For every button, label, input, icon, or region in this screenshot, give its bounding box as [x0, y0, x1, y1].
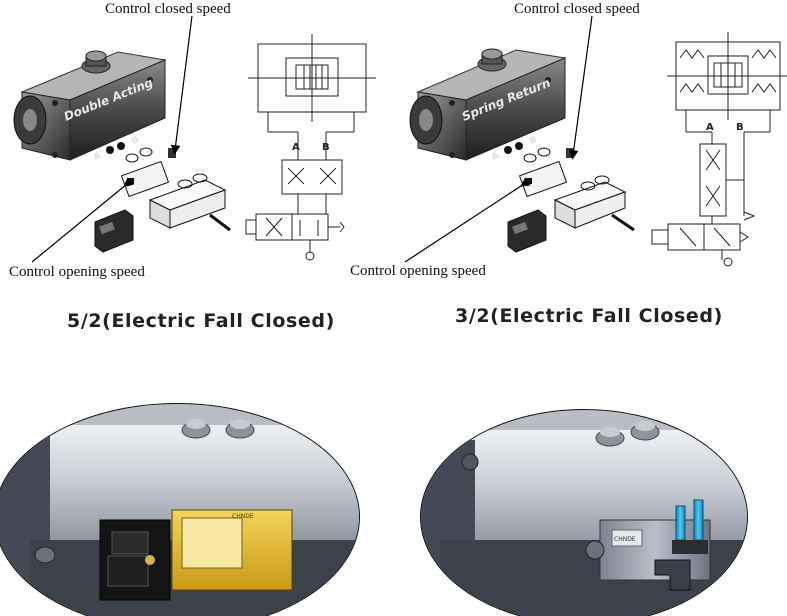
caption-5-2-electric-fall-closed: 5/2(Electric Fall Closed): [67, 310, 335, 332]
actuator-port-b-left: B: [130, 135, 140, 147]
port-hole-icon: [504, 146, 512, 154]
label-control-closed-speed-left: Control closed speed: [105, 1, 231, 17]
actuator-port-b-right: B: [528, 135, 538, 147]
solenoid-valve-left: [148, 173, 227, 229]
label-control-opening-speed-right: Control opening speed: [350, 263, 486, 279]
arrow-opening-speed-right: [404, 177, 531, 263]
arrow-closed-speed-left: [170, 15, 193, 155]
actuator-port-a-left: A: [92, 151, 102, 163]
coil-right: [507, 209, 547, 253]
caption-3-2-electric-fall-closed: 3/2(Electric Fall Closed): [455, 305, 723, 327]
speed-controller-block-left: [120, 147, 176, 198]
schematic-port-b-left: B: [322, 142, 330, 153]
solenoid-valve-right: [553, 175, 627, 229]
valve-brand-label-left: CHNDE: [232, 513, 254, 520]
schematic-port-b-right: B: [736, 122, 744, 133]
arrow-opening-speed-left: [31, 177, 134, 263]
spring-return-actuator: [409, 48, 567, 161]
port-hole-icon: [117, 142, 125, 150]
mounting-screw-icon: [611, 213, 635, 232]
schematic-3-2: [651, 32, 787, 267]
double-acting-actuator: [13, 50, 167, 161]
port-hole-icon: [106, 146, 114, 154]
port-hole-icon: [515, 142, 523, 150]
photo-left-solenoid-mounted: [0, 404, 359, 616]
valve-brand-label-right: CHNDE: [614, 536, 636, 543]
coil-left: [94, 209, 134, 253]
mounting-screw-icon: [209, 213, 231, 232]
photo-right-speed-controller-mounted: [421, 410, 747, 616]
arrow-closed-speed-right: [568, 15, 593, 160]
actuator-port-a-right: A: [490, 151, 500, 163]
label-control-opening-speed-left: Control opening speed: [9, 264, 145, 280]
speed-controller-block-right: [518, 147, 574, 198]
schematic-port-a-right: A: [706, 122, 714, 133]
schematic-port-a-left: A: [292, 142, 300, 153]
label-control-closed-speed-right: Control closed speed: [514, 1, 640, 17]
schematic-5-2: [245, 34, 376, 261]
